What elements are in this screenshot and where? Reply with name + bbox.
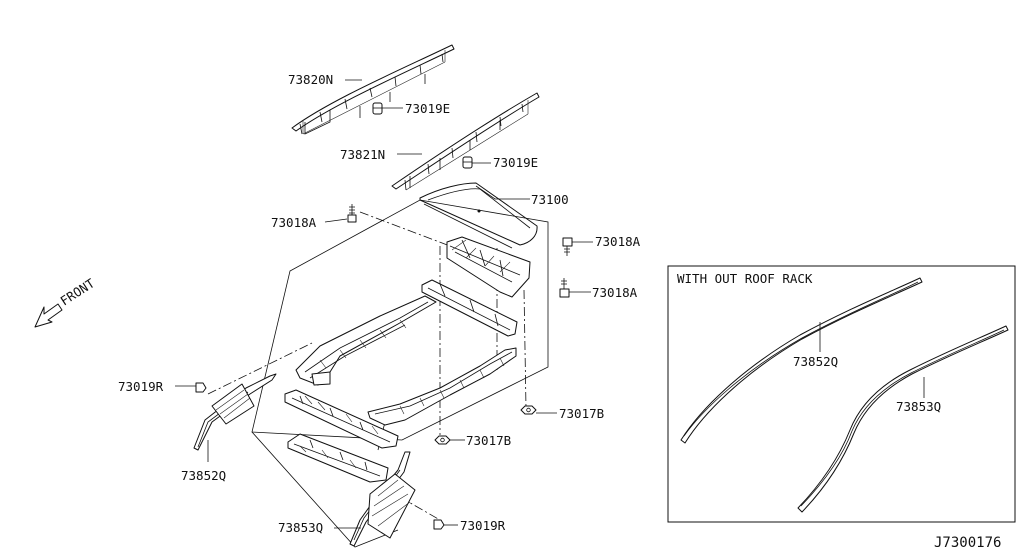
inset-without-roof-rack: WITH OUT ROOF RACK 73852Q 73853Q [667,265,1016,523]
clip-r-bottom-icon [433,519,445,530]
rear-header-member [284,389,399,449]
bolt-left-icon [347,204,357,223]
roof-panel-label: 73100 [531,192,569,207]
figure-id: J7300176 [934,535,1001,551]
molding-bottom-label: 73853Q [278,520,323,535]
nut-right-label: 73017B [559,406,604,421]
side-rail-left [295,295,437,386]
clip-r-left-icon [195,382,207,393]
side-rail-right [367,347,517,426]
bolt-right-lower-icon [559,278,570,298]
roof-rail-right [391,92,540,191]
inset-part-a-label: 73852Q [793,354,838,369]
bolt-right-upper-icon [562,237,573,256]
nut-center-label: 73017B [466,433,511,448]
inset-frame [667,265,1016,523]
bolt-right-upper-label: 73018A [595,234,641,249]
front-arrow-icon [34,303,63,328]
inset-molding-b [797,325,1009,513]
front-header-member [446,236,531,298]
clip-r-left-label: 73019R [118,379,164,394]
nut-center-icon [434,435,451,445]
molding-left-label: 73852Q [181,468,226,483]
roof-rail-left [291,44,455,135]
molding-left [193,373,277,451]
clip-upper-icon [372,102,383,115]
roof-rail-right-label: 73821N [340,147,385,162]
roof-rail-left-label: 73820N [288,72,333,87]
rear-reinforcement [287,433,389,483]
front-direction-indicator: FRONT [34,275,98,328]
roof-bow-center [421,279,518,337]
clip-lower-label: 73019E [493,155,538,170]
inset-title: WITH OUT ROOF RACK [677,271,813,286]
clip-upper-label: 73019E [405,101,450,116]
inset-part-b-label: 73853Q [896,399,941,414]
inset-molding-a [680,277,923,444]
clip-lower-icon [462,156,473,169]
front-label: FRONT [57,275,97,308]
bolt-right-lower-label: 73018A [592,285,638,300]
clip-r-bottom-label: 73019R [460,518,506,533]
nut-right-icon [520,405,537,415]
roof-panel [419,182,538,249]
molding-bottom [349,451,416,547]
bolt-left-label: 73018A [271,215,317,230]
